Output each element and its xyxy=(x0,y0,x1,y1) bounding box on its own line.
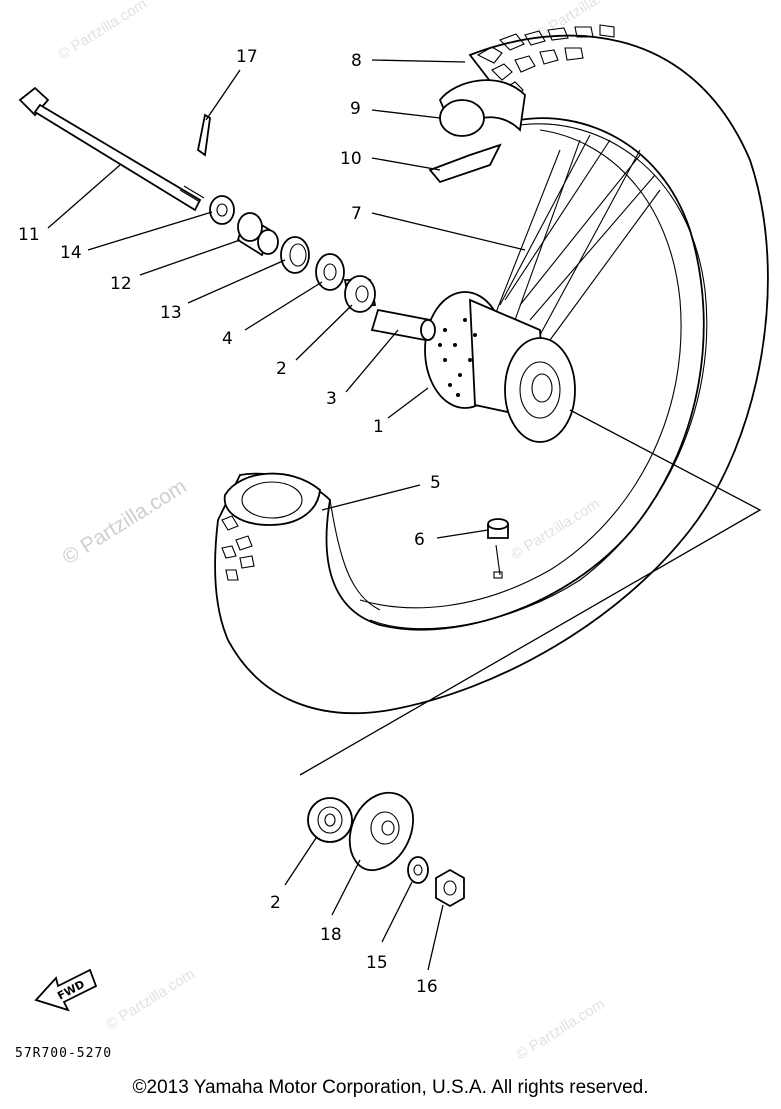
watermark: © Partzilla.com xyxy=(58,475,190,569)
watermark: © Partzilla.com xyxy=(103,965,198,1033)
label-13: 13 xyxy=(160,303,182,323)
watermark: © Partzilla.com xyxy=(55,0,150,63)
hub xyxy=(424,291,576,443)
tire xyxy=(214,24,769,714)
part-number: 57R700-5270 xyxy=(15,1046,112,1061)
axle xyxy=(18,86,205,212)
assembly-guide-line xyxy=(299,409,762,776)
tread-bottom xyxy=(221,515,255,581)
label-5: 5 xyxy=(430,473,441,493)
nut-16 xyxy=(435,868,465,908)
washer-15 xyxy=(407,856,429,884)
label-18: 18 xyxy=(320,925,342,945)
tube xyxy=(428,79,526,184)
watermark: © Partzilla.com xyxy=(513,995,608,1063)
bearing-2-top xyxy=(343,275,377,313)
label-6: 6 xyxy=(414,530,425,550)
speedometer-gear-18 xyxy=(348,791,414,871)
label-16: 16 xyxy=(416,977,438,997)
label-1: 1 xyxy=(373,417,384,437)
label-14: 14 xyxy=(60,243,82,263)
washer-14 xyxy=(209,195,235,225)
tread-top xyxy=(476,24,615,99)
label-2b: 2 xyxy=(270,893,281,913)
label-7: 7 xyxy=(351,204,362,224)
valve-cap-6 xyxy=(487,518,509,579)
spacer-3 xyxy=(370,308,436,342)
label-11: 11 xyxy=(18,225,40,245)
oil-seal-13 xyxy=(280,236,310,274)
label-15: 15 xyxy=(366,953,388,973)
bearing-2-bottom xyxy=(307,797,353,843)
label-8: 8 xyxy=(351,51,362,71)
bearing-4 xyxy=(315,253,345,291)
fwd-arrow: FWD xyxy=(34,968,98,1012)
copyright-notice: ©2013 Yamaha Motor Corporation, U.S.A. A… xyxy=(132,1077,649,1098)
collar-12 xyxy=(236,212,279,257)
hub-holes xyxy=(438,318,477,397)
watermark: © Partzilla.com xyxy=(508,495,603,563)
callout-labels: 17 8 9 10 11 7 14 12 13 4 2 3 1 5 6 2 18… xyxy=(18,47,441,997)
label-17: 17 xyxy=(236,47,258,67)
cotter-pin xyxy=(197,113,211,157)
label-12: 12 xyxy=(110,274,132,294)
label-3: 3 xyxy=(326,389,337,409)
label-10: 10 xyxy=(340,149,362,169)
label-9: 9 xyxy=(350,99,361,119)
leader-lines xyxy=(47,59,526,971)
spokes xyxy=(494,134,661,341)
label-2a: 2 xyxy=(276,359,287,379)
label-4: 4 xyxy=(222,329,233,349)
